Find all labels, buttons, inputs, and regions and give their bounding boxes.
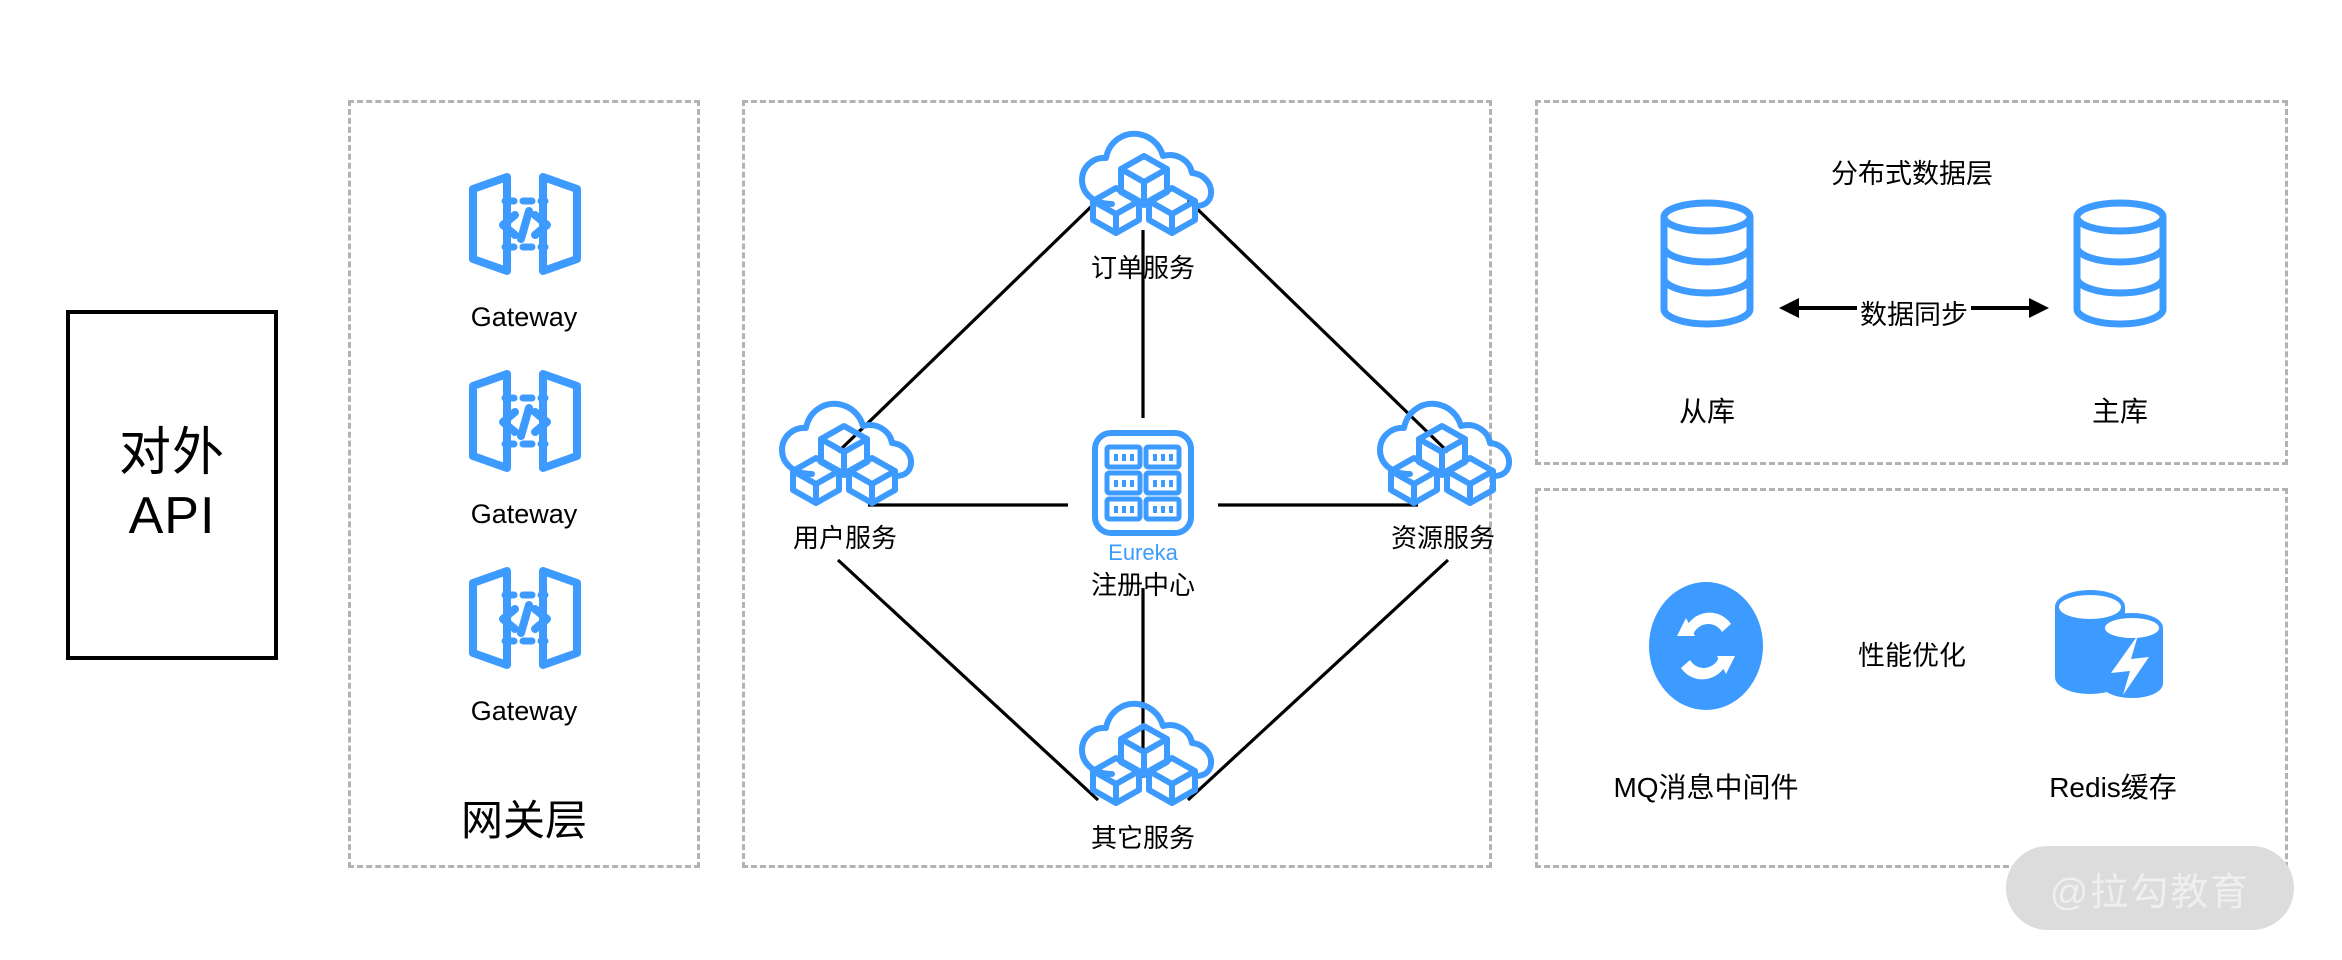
cloud-cubes-icon [768,398,920,506]
service-label-resource: 资源服务 [1390,523,1496,553]
gateway-label-2: Gateway [470,499,578,529]
mq-sync-icon [1647,580,1765,712]
external-api-box: 对外 API [66,310,278,660]
watermark-text: @拉勾教育 [2049,871,2251,914]
gateway-layer-container [348,100,700,868]
service-label-user: 用户服务 [792,523,898,553]
eureka-registry-icon [1088,428,1198,538]
external-api-line1: 对外 [118,423,225,482]
slave-db-label: 从库 [1678,396,1736,427]
data-sync-label: 数据同步 [1860,300,1968,330]
service-label-order: 订单服务 [1090,253,1196,283]
data-layer-title: 分布式数据层 [1831,159,1993,189]
external-api-line2: API [128,487,216,545]
gateway-icon [459,557,591,679]
data-layer-container [1535,100,2288,465]
gateway-icon [459,360,591,482]
cloud-cubes-icon [1068,128,1220,236]
mq-label: MQ消息中间件 [1613,772,1799,803]
redis-bolt-icon [2045,585,2169,703]
cloud-cubes-icon [1366,398,1518,506]
database-cylinder-icon [2066,198,2174,328]
middleware-layer-container [1535,488,2288,868]
gateway-label-3: Gateway [470,696,578,726]
gateway-label-1: Gateway [470,302,578,332]
data-sync-arrow [1775,285,2053,331]
service-label-other: 其它服务 [1090,823,1196,853]
master-db-label: 主库 [2091,396,2149,427]
registry-name-label: Eureka [1108,540,1178,565]
watermark: @拉勾教育 [2006,846,2294,930]
performance-optimization-label: 性能优化 [1858,641,1966,671]
redis-label: Redis缓存 [2049,772,2177,803]
registry-label: 注册中心 [1090,570,1196,600]
cloud-cubes-icon [1068,698,1220,806]
database-cylinder-icon [1653,198,1761,328]
gateway-layer-label: 网关层 [460,797,588,844]
gateway-icon [459,163,591,285]
